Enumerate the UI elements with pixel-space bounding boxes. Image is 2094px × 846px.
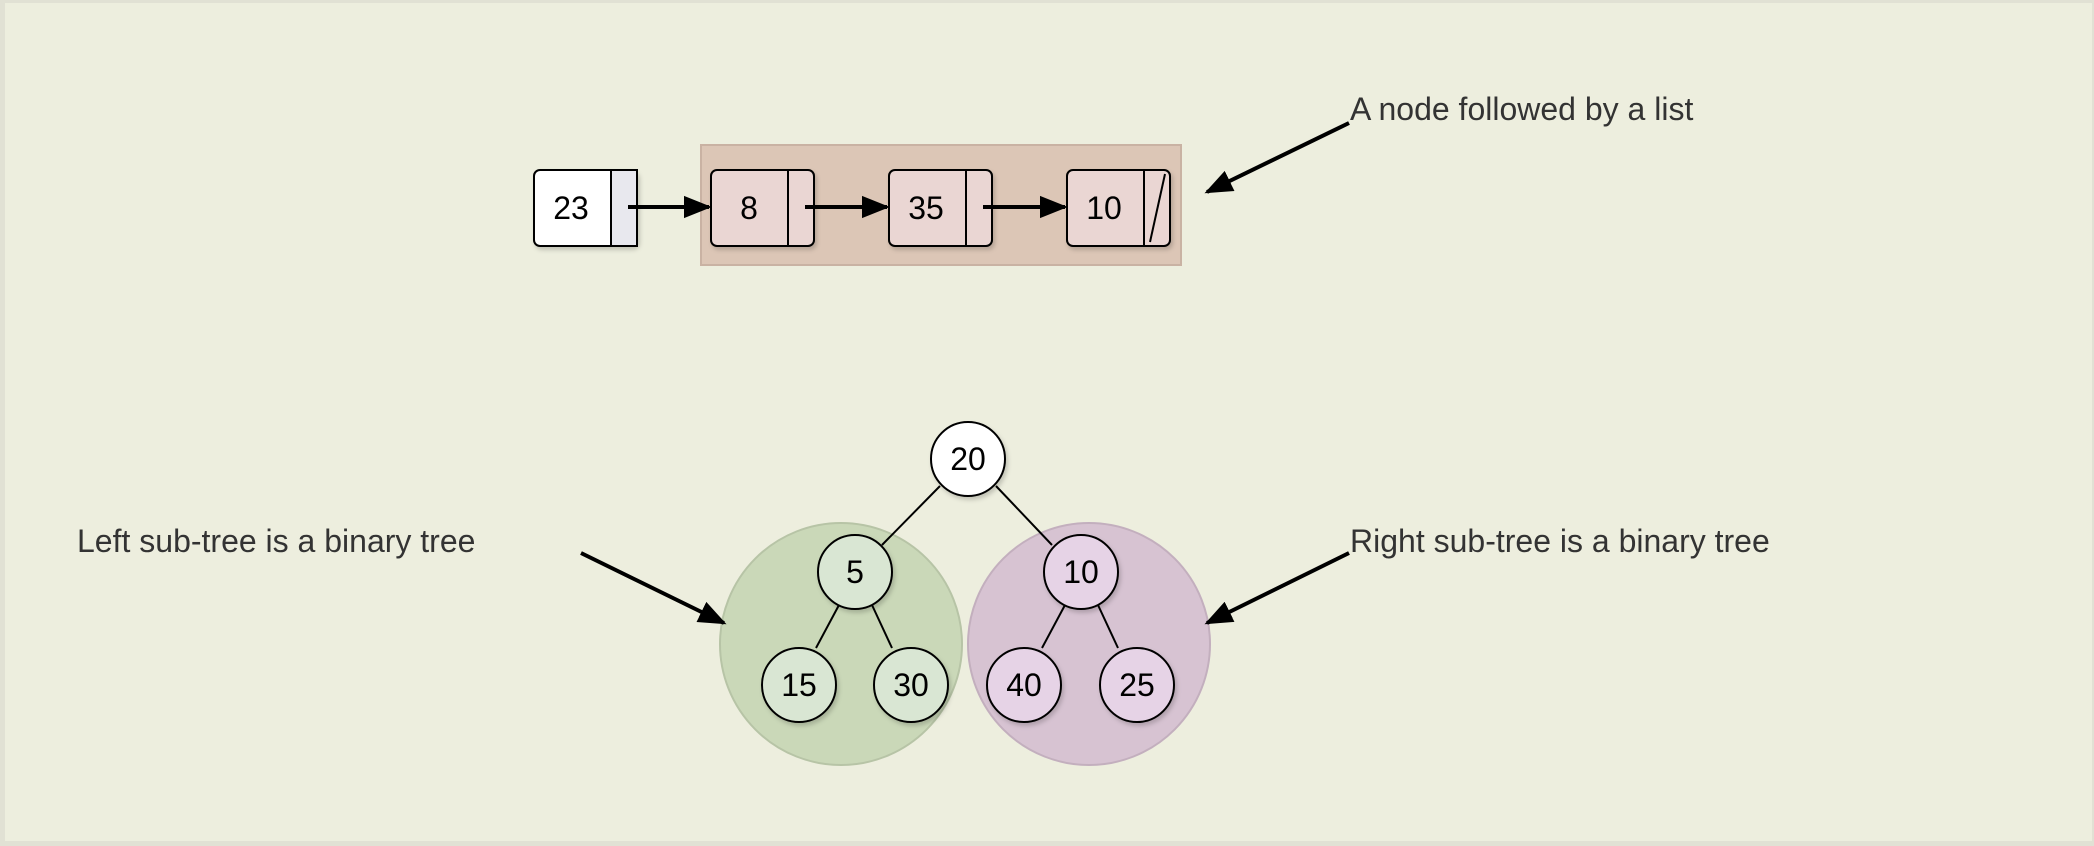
annotation-arrow-list [1204,121,1350,194]
tree-node-value: 20 [950,441,986,477]
null-pointer-slash [1149,173,1166,243]
tree-node-left: 5 [817,534,893,610]
list-node-1: 8 [710,169,815,247]
tree-node-value: 25 [1119,667,1155,703]
list-node-value: 23 [553,190,589,226]
tree-edges [815,485,1119,649]
annotation-arrow-left-tree [580,551,727,625]
list-node-2: 35 [888,169,993,247]
tree-node-value: 30 [893,667,929,703]
tree-node-value: 15 [781,667,817,703]
list-node-value: 35 [908,190,944,226]
annotation-right-tree: Right sub-tree is a binary tree [1350,523,1770,559]
tree-node-value: 10 [1063,554,1099,590]
annotation-left-tree: Left sub-tree is a binary tree [77,523,476,559]
tree-node-left-right: 30 [873,647,949,723]
tree-node-right-right: 25 [1099,647,1175,723]
annotation-arrow-right-tree [1204,551,1350,625]
tree-node-value: 40 [1006,667,1042,703]
tree-node-left-left: 15 [761,647,837,723]
tree-node-right-left: 40 [986,647,1062,723]
tree-node-root: 20 [930,421,1006,497]
list-node-head: 23 [533,169,638,247]
annotation-list: A node followed by a list [1350,91,1694,127]
list-node-3: 10 [1066,169,1171,247]
tree-node-right: 10 [1043,534,1119,610]
tree-node-value: 5 [846,554,864,590]
list-node-value: 10 [1086,190,1122,226]
list-node-value: 8 [740,190,758,226]
